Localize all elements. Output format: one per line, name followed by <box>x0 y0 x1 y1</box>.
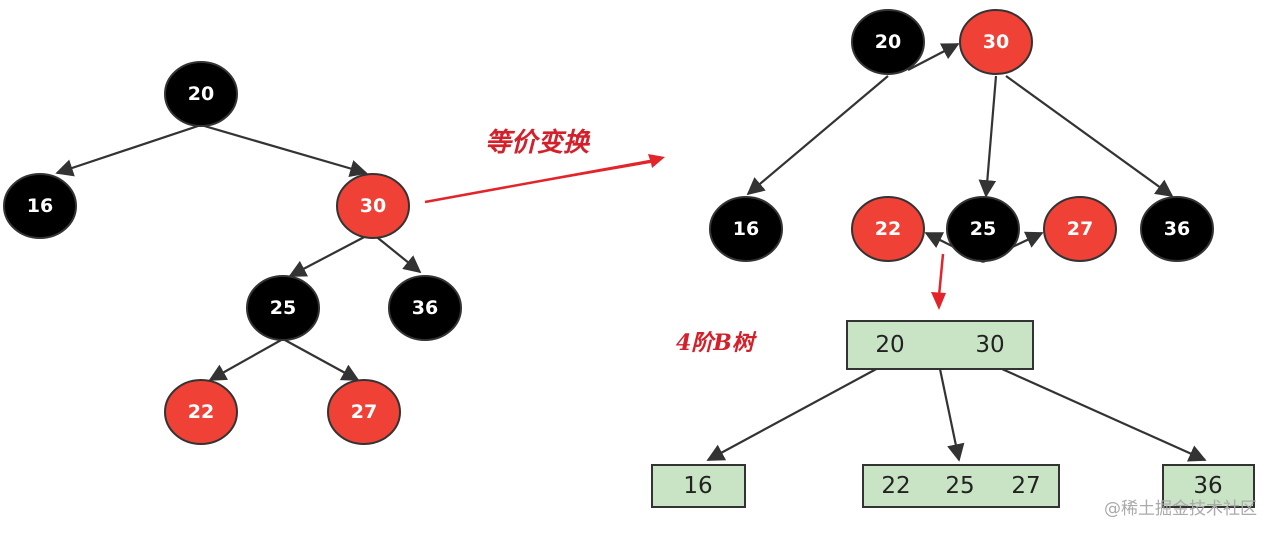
edge-r20-r30 <box>907 43 960 71</box>
btree-leaf-2-key-2: 25 <box>945 473 974 499</box>
btree-label: 4阶B树 <box>676 330 758 356</box>
edge-r30-r25 <box>978 75 998 198</box>
node-25: 25 <box>246 275 320 341</box>
edge-30-36 <box>372 233 422 274</box>
node-r16: 16 <box>709 196 783 262</box>
node-27: 27 <box>327 379 401 445</box>
svg-text:20: 20 <box>188 83 214 105</box>
btree-leaf-2: 22 25 27 <box>862 464 1060 508</box>
svg-text:16: 16 <box>733 218 759 240</box>
edge-25-22 <box>208 338 284 381</box>
node-r20: 20 <box>851 9 925 75</box>
btree-edges <box>706 366 1207 462</box>
svg-text:22: 22 <box>188 401 214 423</box>
btree-root: 20 30 <box>846 320 1034 370</box>
btree-leaf-3-key-1: 36 <box>1193 473 1222 499</box>
watermark: @稀土掘金技术社区 <box>1104 499 1257 519</box>
edge-root-leaf2 <box>938 368 965 462</box>
node-16: 16 <box>3 173 77 239</box>
svg-text:27: 27 <box>351 401 377 423</box>
node-r22: 22 <box>851 196 925 262</box>
transform-arrow <box>424 154 665 204</box>
svg-text:30: 30 <box>983 31 1009 53</box>
edge-20-30 <box>200 123 368 178</box>
node-r27: 27 <box>1043 196 1117 262</box>
svg-text:36: 36 <box>412 297 438 319</box>
svg-text:30: 30 <box>360 195 386 217</box>
svg-text:25: 25 <box>270 297 296 319</box>
btree-leaf-2-key-1: 22 <box>881 473 910 499</box>
transform-label: 等价变换 <box>485 128 591 158</box>
node-30: 30 <box>336 173 410 239</box>
svg-text:22: 22 <box>875 218 901 240</box>
btree-root-key-1: 20 <box>875 332 904 358</box>
btree-leaf-3: 36 <box>1162 464 1255 508</box>
edge-25-27 <box>282 338 360 381</box>
node-36: 36 <box>388 275 462 341</box>
svg-text:27: 27 <box>1067 218 1093 240</box>
edge-20-16 <box>55 123 202 177</box>
node-22: 22 <box>164 379 238 445</box>
node-r36: 36 <box>1140 196 1214 262</box>
down-arrow <box>931 253 946 310</box>
node-r25: 25 <box>946 196 1020 262</box>
edge-r20-r16 <box>746 75 889 196</box>
svg-text:25: 25 <box>970 218 996 240</box>
left-tree-edges <box>55 123 422 381</box>
edge-r30-r36 <box>1005 75 1174 198</box>
node-r30: 30 <box>959 9 1033 75</box>
left-tree-nodes: 20 16 30 25 36 22 27 <box>3 61 462 445</box>
btree-root-key-2: 30 <box>975 332 1004 358</box>
svg-text:20: 20 <box>875 31 901 53</box>
btree-leaf-1: 16 <box>651 464 746 508</box>
node-20: 20 <box>164 61 238 127</box>
edge-root-leaf1 <box>706 366 881 461</box>
btree-leaf-1-key-1: 16 <box>683 473 712 499</box>
edge-root-leaf3 <box>1001 367 1207 462</box>
svg-text:36: 36 <box>1164 218 1190 240</box>
edge-30-25 <box>288 233 371 277</box>
btree-leaf-2-key-3: 27 <box>1011 473 1040 499</box>
right-tree-nodes: 20 30 16 22 25 27 36 <box>709 9 1214 262</box>
svg-text:16: 16 <box>27 195 53 217</box>
